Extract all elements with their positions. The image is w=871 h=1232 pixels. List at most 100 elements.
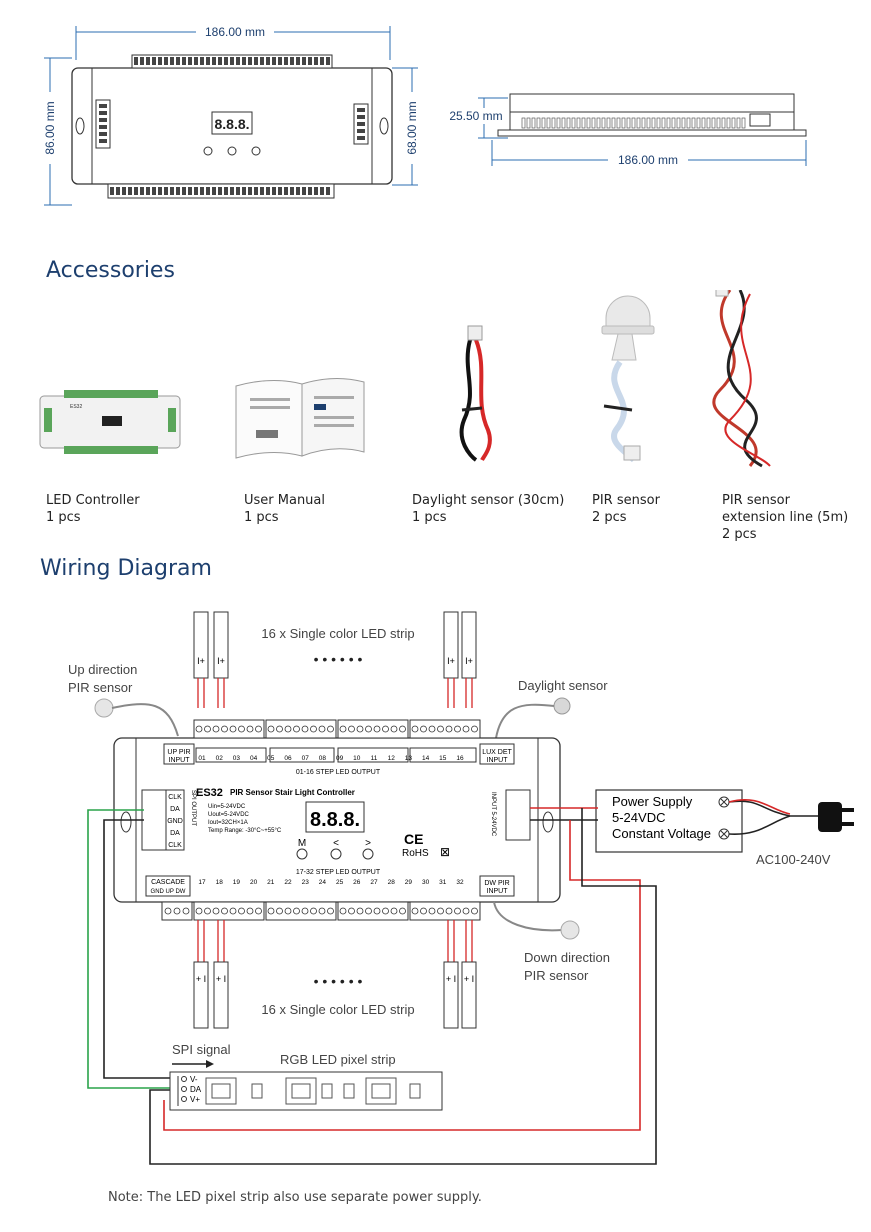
channel-label-top: 10 [353,755,361,762]
strip-pin-dot [181,1086,187,1092]
accessories-title: Accessories [46,258,175,283]
up-pir-label-2: INPUT [169,757,191,764]
accessory-pir-extension: PIR sensor extension line (5m) 2 pcs [722,492,848,543]
svg-text:I+: I+ [465,656,473,666]
channel-label-bottom: 25 [336,879,344,886]
accessory-name: PIR sensor [722,493,790,508]
accessory-name: User Manual [244,493,326,508]
svg-text:+ I: + I [464,974,474,984]
up-pir-label: UP PIR [167,749,190,756]
accessory-name: LED Controller [46,493,140,508]
top-view-drawing: 186.00 mm 86.00 mm 68.00 mm 8.8.8. [42,24,420,206]
button-left-label: < [333,838,339,849]
wiring-title: Wiring Diagram [40,556,212,581]
spi-pin-label: DA [170,806,180,813]
channel-label-top: 07 [302,755,310,762]
accessory-led-controller: LED Controller 1 pcs [46,492,140,526]
power-supply-line-2: 5-24VDC [612,810,665,825]
up-pir-sensor [94,698,179,737]
accessory-qty: 2 pcs [592,510,627,525]
channel-label-bottom: 22 [284,879,292,886]
lux-det-label: LUX DET [482,749,512,756]
dimension-drawings: 186.00 mm 86.00 mm 68.00 mm 8.8.8. 25.50 [42,24,807,206]
svg-text:I+: I+ [447,656,455,666]
strip-pin-label: V- [190,1075,198,1084]
cascade-pins: GND UP DW [151,889,186,895]
accessory-qty: 2 pcs [722,527,757,542]
channel-label-top: 11 [371,755,378,762]
ac-plug-icon [728,799,854,835]
channel-label-bottom: 18 [216,879,224,886]
controller-display: 8.8.8. [310,809,360,831]
spi-pin-label: GND [167,818,183,825]
spi-pin-label: CLK [168,842,182,849]
channel-label-top: 01 [198,755,206,762]
user-manual-image [235,378,365,459]
channel-label-bottom: 27 [370,879,378,886]
strip-pin-label: V+ [190,1095,200,1104]
controller-model: ES32 [196,787,223,799]
rohs-mark: RoHS [402,848,429,859]
top-output-label: 01-16 STEP LED OUTPUT [296,769,381,776]
dim-right-height: 68.00 mm [405,101,419,154]
accessory-qty: 1 pcs [46,510,81,525]
channel-label-bottom: 20 [250,879,258,886]
channel-label-bottom: 30 [422,879,430,886]
led-strips-top: I+ I+ I+ I+ [193,611,477,708]
led-controller-image: ES32 [39,390,181,454]
strip-pin-dot [181,1076,187,1082]
power-supply-line-3: Constant Voltage [612,826,711,841]
accessory-name-line2: extension line (5m) [722,510,849,525]
channel-label-bottom: 31 [439,879,447,886]
dim-side-height: 25.50 mm [449,109,502,123]
weee-mark: ⊠ [440,845,450,859]
channel-label-top: 14 [422,755,430,762]
svg-text:I+: I+ [217,656,225,666]
accessories-images: ES32 [39,290,771,468]
spi-pin-label: CLK [168,794,182,801]
rgb-strip-label: RGB LED pixel strip [280,1052,396,1067]
pir-extension-line-image [712,290,771,468]
strip-pin-label: DA [190,1085,202,1094]
spi-pin-label: DA [170,830,180,837]
controller-spec-1: Uin=5-24VDC [208,804,246,810]
accessory-name: PIR sensor [592,493,660,508]
rgb-pixel-strip [169,1071,443,1111]
strip-pin-dot [181,1096,187,1102]
accessory-user-manual: User Manual 1 pcs [244,492,325,526]
channel-label-top: 12 [388,755,396,762]
channel-label-top: 08 [319,755,327,762]
daylight-sensor-image [459,325,492,462]
channel-label-top: 06 [284,755,292,762]
channel-label-bottom: 26 [353,879,361,886]
up-sensor-label-2: PIR sensor [68,680,133,695]
down-sensor-label-2: PIR sensor [524,968,589,983]
cascade-label: CASCADE [151,879,185,886]
power-supply [595,789,743,853]
dim-top-width: 186.00 mm [205,25,265,39]
wiring-diagram: I+ I+ I+ I+ 16 x Single color LED strip … [68,611,854,1165]
daylight-sensor-label: Daylight sensor [518,678,608,693]
strip-top-dots: • • • • • • [314,651,363,667]
accessory-qty: 1 pcs [412,510,447,525]
svg-text:+ I: + I [216,974,226,984]
svg-text:8.8.8.: 8.8.8. [214,116,249,132]
channel-label-top: 03 [233,755,241,762]
ce-mark: CE [404,831,423,847]
dw-pir-label-2: INPUT [487,888,509,895]
strip-bottom-dots: • • • • • • [314,973,363,989]
accessory-daylight-sensor: Daylight sensor (30cm) 1 pcs [412,492,564,526]
channel-label-bottom: 28 [388,879,396,886]
channel-label-bottom: 17 [198,879,206,886]
strip-bottom-label: 16 x Single color LED strip [261,1002,414,1017]
lux-det-label-2: INPUT [487,757,509,764]
power-supply-line-1: Power Supply [612,794,693,809]
bottom-output-label: 17-32 STEP LED OUTPUT [296,869,381,876]
svg-text:I+: I+ [197,656,205,666]
channel-label-bottom: 19 [233,879,241,886]
led-strips-bottom: + I + I + I + I [193,920,477,1029]
dw-pir-label: DW PIR [484,880,509,887]
spi-output-label: SPI OUTPUT [190,790,196,826]
side-view-drawing: 25.50 mm 186.00 mm [438,93,807,168]
accessory-name: Daylight sensor (30cm) [412,493,565,508]
